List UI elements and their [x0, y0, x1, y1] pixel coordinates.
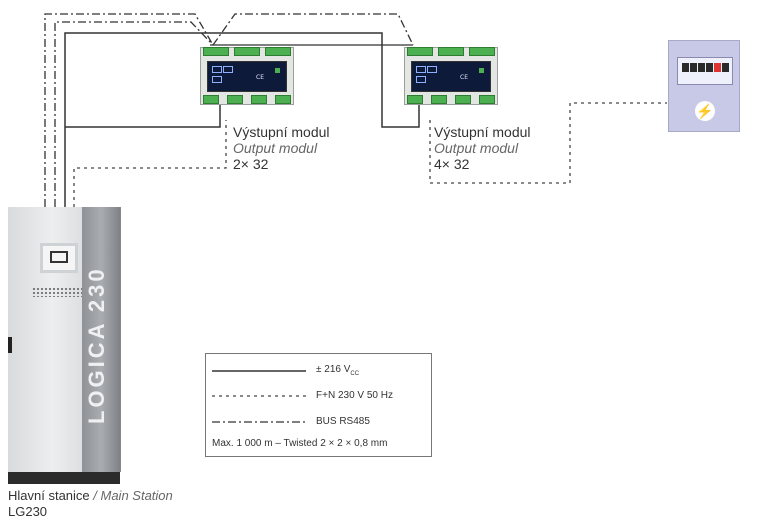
dc-wiring — [64, 32, 420, 207]
module-terminals-top — [407, 47, 495, 57]
bus-line-inner — [54, 21, 214, 207]
module-front-panel: CE — [411, 61, 491, 92]
cabinet-base — [8, 472, 120, 484]
lightning-icon: ⚡ — [695, 101, 715, 121]
module-2-name-cz: Výstupní modul — [434, 124, 531, 140]
ac-line-module2 — [429, 102, 667, 184]
cabinet-brand-text: LOGICA 230 — [84, 266, 109, 424]
station-separator: / — [89, 488, 101, 503]
station-name-cz: Hlavní stanice — [8, 488, 90, 503]
bus-wiring — [44, 13, 414, 207]
module-1-spec: 2× 32 — [233, 156, 269, 172]
legend-bus-text: BUS RS485 — [316, 416, 370, 427]
module-2-spec: 4× 32 — [434, 156, 470, 172]
module-2-name-en: Output modul — [434, 140, 519, 156]
legend-ac-text: F+N 230 V 50 Hz — [316, 390, 393, 401]
electricity-meter: ⚡ — [668, 40, 740, 132]
legend-dc-text: ± 216 V — [316, 364, 351, 375]
module-1-name-cz: Výstupní modul — [233, 124, 330, 140]
output-module-1: CE — [200, 47, 294, 105]
main-station-cabinet: LOGICA 230 — [8, 207, 121, 484]
ac-line-module1 — [73, 120, 227, 207]
legend-box: ± 216 VCC F+N 230 V 50 Hz BUS RS485 Max.… — [205, 353, 432, 457]
module-terminals-top — [203, 47, 291, 57]
module-terminals-bottom — [203, 95, 291, 105]
cabinet-display — [40, 243, 78, 273]
module-2-label: Výstupní modul Output modul 4× 32 — [434, 124, 531, 172]
bus-line-cross — [212, 13, 414, 46]
ac-wiring — [73, 102, 667, 207]
cabinet-vent — [32, 287, 82, 297]
legend-swatches — [212, 370, 306, 423]
dc-line-inner — [65, 103, 221, 128]
station-label: Hlavní stanice / Main Station LG230 — [8, 488, 173, 520]
module-front-panel: CE — [207, 61, 287, 92]
bus-line-outer — [44, 13, 214, 207]
module-terminals-bottom — [407, 95, 495, 105]
station-model: LG230 — [8, 504, 48, 519]
cabinet-stripe — [82, 207, 120, 472]
module-1-label: Výstupní modul Output modul 2× 32 — [233, 124, 330, 172]
module-1-name-en: Output modul — [233, 140, 318, 156]
dc-line-outer — [64, 32, 420, 207]
station-name-en: Main Station — [100, 488, 173, 503]
cabinet-handle — [8, 337, 12, 353]
output-module-2: CE — [404, 47, 498, 105]
legend-note: Max. 1 000 m – Twisted 2 × 2 × 0,8 mm — [212, 438, 388, 449]
meter-display — [677, 57, 733, 85]
legend-dc-sub: CC — [350, 371, 360, 377]
